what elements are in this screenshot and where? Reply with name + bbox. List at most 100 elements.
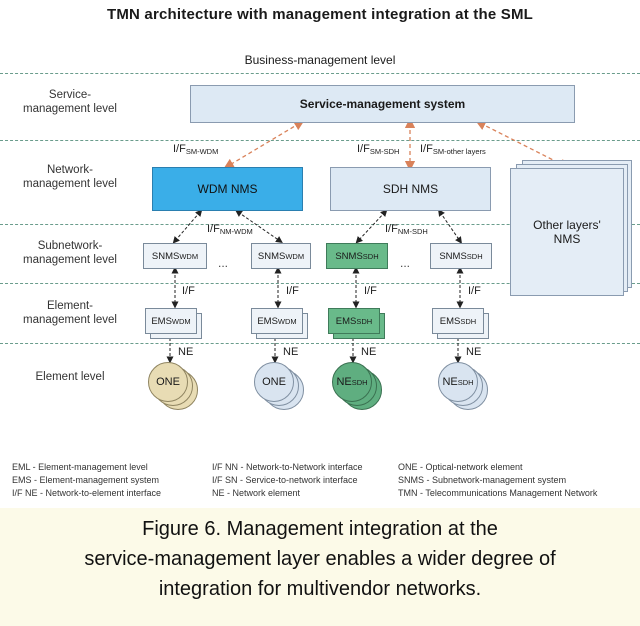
if-sub: SM-other layers	[432, 147, 486, 156]
if-ne-label: NE	[361, 346, 377, 358]
snms-sub: WDM	[285, 251, 305, 261]
other-nms-label-line: Other layers'	[533, 218, 601, 232]
level-label-line: Network-	[46, 164, 93, 176]
if-label: I/F	[286, 285, 299, 297]
service-management-level-label: Service- management level	[0, 88, 140, 116]
if-sm-other-label: I/FSM-other layers	[420, 143, 486, 156]
level-label-line: management level	[23, 178, 117, 190]
snms-sub: WDM	[179, 251, 199, 261]
if-label: I/F	[207, 223, 220, 235]
caption-line: integration for multivendor networks.	[158, 578, 482, 600]
if-label: I/F	[385, 223, 398, 235]
legend-entry: I/F NN - Network-to-Network interface	[212, 462, 363, 472]
sdh-nms-box: SDH NMS	[330, 167, 491, 211]
if-sm-sdh-label: I/FSM-SDH	[357, 143, 399, 156]
level-divider	[0, 283, 640, 284]
ems-label: EMS	[335, 315, 357, 327]
if-sub: SM-WDM	[185, 147, 219, 156]
ne-sub: SDH	[457, 377, 474, 387]
ne-label: ONE	[156, 376, 180, 388]
ems-label: EMS	[439, 315, 461, 327]
business-management-level-label: Business-management level	[244, 53, 396, 67]
if-sub: NM-WDM	[219, 227, 253, 236]
if-ne-label: NE	[178, 346, 194, 358]
if-label: I/F	[420, 143, 433, 155]
ems-sub: SDH	[460, 316, 477, 326]
element-level-label: Element level	[0, 370, 140, 384]
level-label-line: Element level	[35, 371, 105, 383]
other-nms-label-line: NMS	[553, 232, 581, 246]
ellipsis: ...	[218, 256, 229, 270]
ems-label: EMS	[151, 315, 172, 327]
ne-label: NE	[336, 376, 352, 388]
snms-sub: SDH	[466, 251, 483, 261]
level-divider	[0, 343, 640, 344]
level-label-line: management level	[23, 314, 117, 326]
diagram-title: TMN architecture with management integra…	[106, 6, 534, 23]
snms-label: SNMS	[151, 250, 180, 262]
level-divider	[0, 73, 640, 74]
element-management-level-label: Element- management level	[0, 299, 140, 327]
ne-sub: SDH	[351, 377, 368, 387]
snms-label: SNMS	[335, 250, 363, 262]
legend-entry: I/F SN - Service-to-network interface	[212, 475, 358, 485]
legend-entry: I/F NE - Network-to-element interface	[12, 488, 162, 498]
legend-entry: ONE - Optical-network element	[398, 462, 523, 472]
legend-entry: TMN - Telecommunications Management Netw…	[398, 488, 598, 498]
ne-label: ONE	[262, 376, 286, 388]
ems-sub: WDM	[277, 316, 297, 326]
legend-entry: NE - Network element	[212, 488, 301, 498]
ellipsis: ...	[400, 256, 411, 270]
snms-label: SNMS	[439, 250, 467, 262]
level-label-line: management level	[23, 103, 117, 115]
network-management-level-label: Network- management level	[0, 163, 140, 191]
ems-sub: SDH	[356, 316, 373, 326]
level-divider	[0, 140, 640, 141]
subnetwork-management-level-label: Subnetwork- management level	[0, 239, 140, 267]
if-ne-label: NE	[466, 346, 482, 358]
wdm-nms-box: WDM NMS	[152, 167, 303, 211]
caption-line: Figure 6. Management integration at the	[142, 518, 498, 540]
if-nm-wdm-label: I/FNM-WDM	[207, 223, 253, 236]
snms-sub: SDH	[362, 251, 379, 261]
level-label-line: Subnetwork-	[37, 240, 103, 252]
level-label-line: Element-	[46, 300, 94, 312]
legend-entry: EML - Element-management level	[12, 462, 148, 472]
if-label: I/F	[173, 143, 186, 155]
figure-caption: Figure 6. Management integration at the …	[0, 508, 640, 626]
one-node: ONE	[254, 362, 294, 402]
legend-entry: SNMS - Subnetwork-management system	[398, 475, 567, 485]
level-label-line: management level	[23, 254, 117, 266]
ems-label: EMS	[257, 315, 278, 327]
service-management-system-box: Service-management system	[190, 85, 575, 123]
if-label: I/F	[468, 285, 481, 297]
ems-sub: WDM	[171, 316, 191, 326]
ne-label: NE	[442, 376, 458, 388]
one-node: ONE	[148, 362, 188, 402]
if-label: I/F	[357, 143, 370, 155]
if-nm-sdh-label: I/FNM-SDH	[385, 223, 428, 236]
legend-entry: EMS - Element-management system	[12, 475, 160, 485]
level-divider	[0, 224, 640, 225]
if-sm-wdm-label: I/FSM-WDM	[173, 143, 218, 156]
snms-label: SNMS	[257, 250, 286, 262]
if-sub: SM-SDH	[369, 147, 400, 156]
caption-line: service-management layer enables a wider…	[84, 548, 556, 570]
if-label: I/F	[182, 285, 195, 297]
level-label-line: Service-	[48, 89, 92, 101]
if-sub: NM-SDH	[397, 227, 428, 236]
if-ne-label: NE	[283, 346, 299, 358]
if-label: I/F	[364, 285, 377, 297]
other-layers-nms-box: Other layers' NMS	[510, 168, 624, 296]
